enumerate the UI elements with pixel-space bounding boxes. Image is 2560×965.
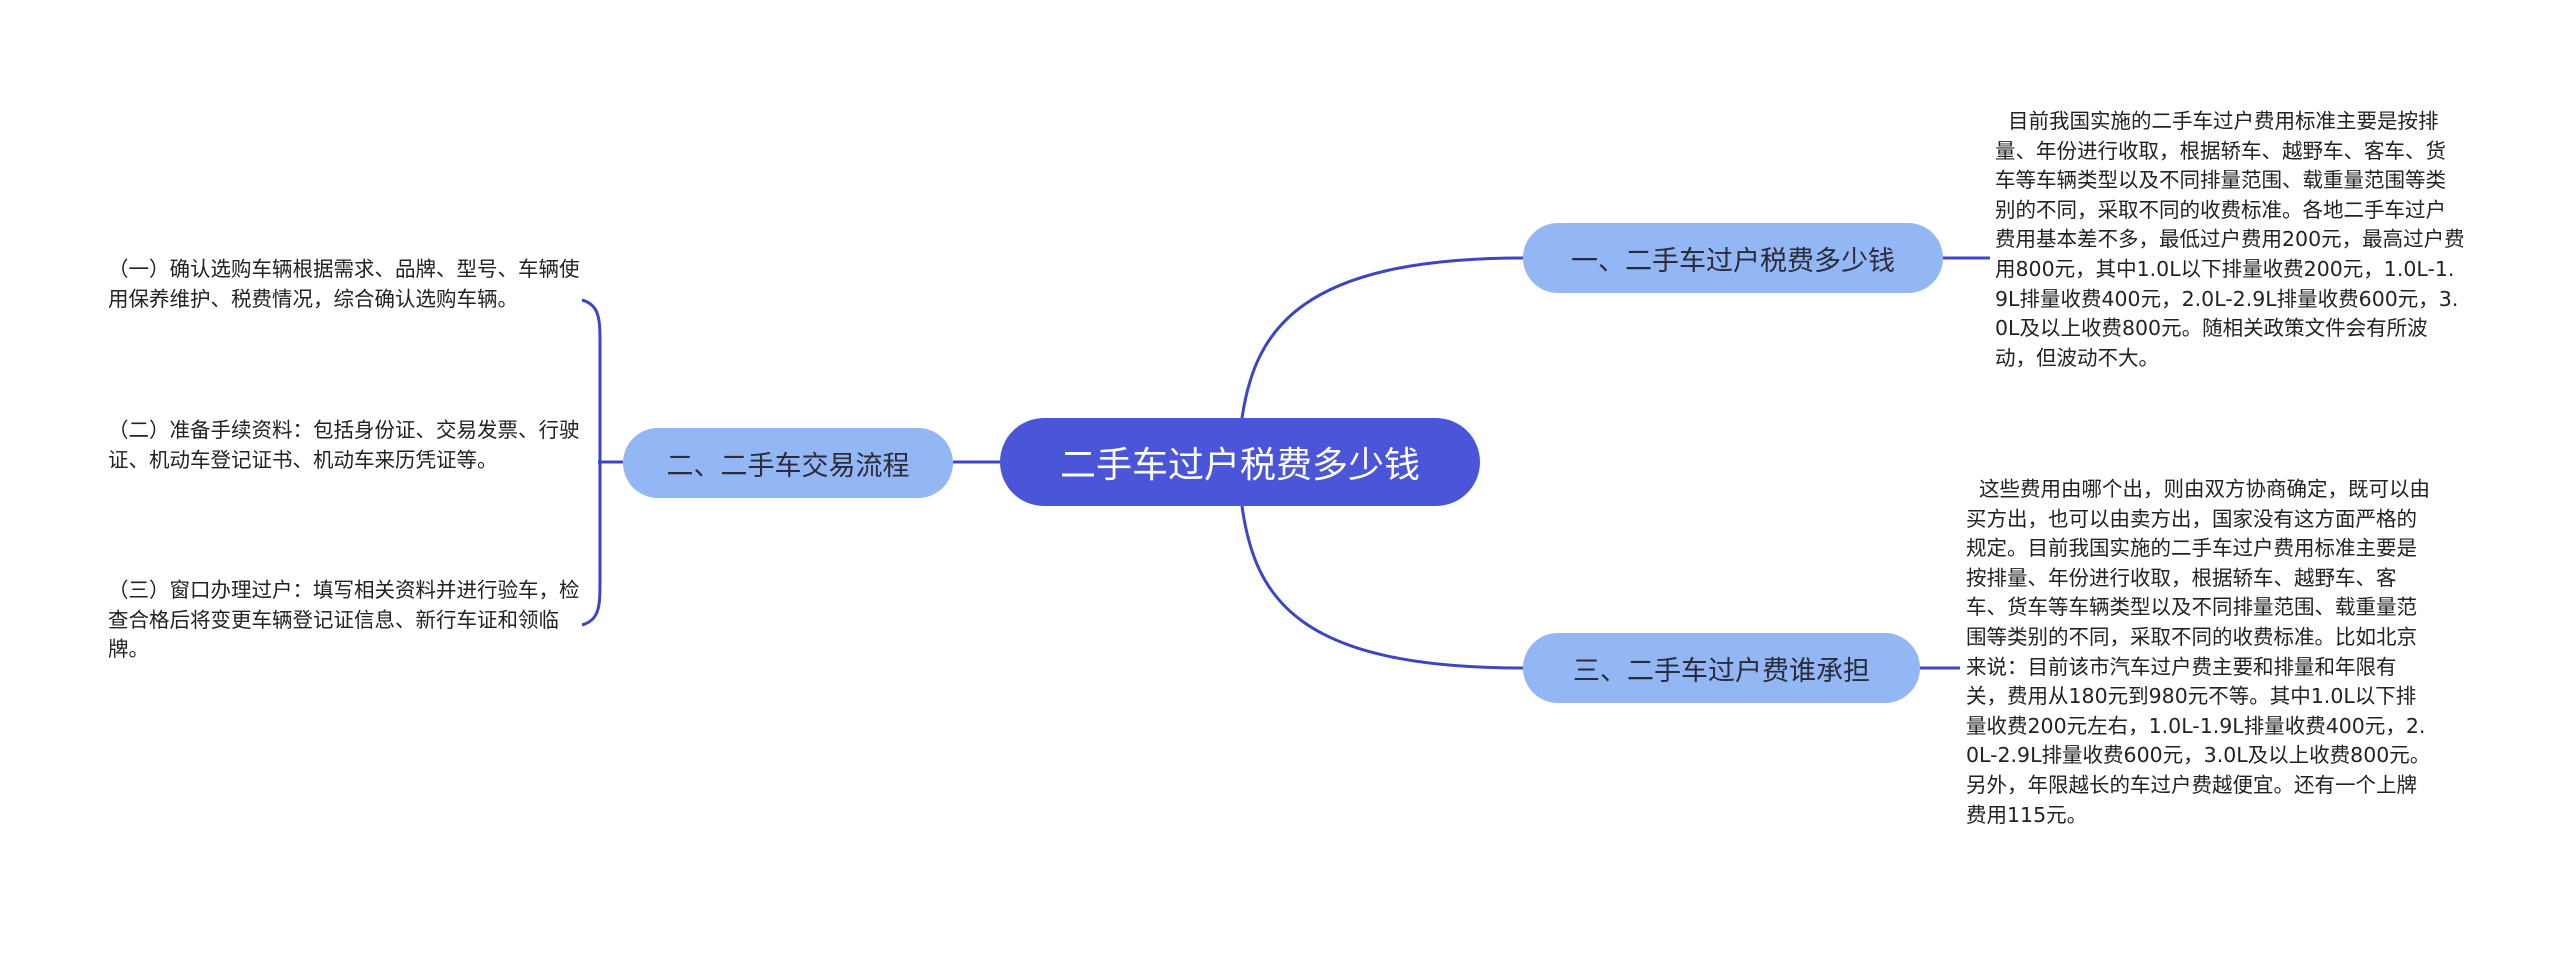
connector-root-branch-1 bbox=[1240, 256, 1524, 419]
leaf-text-process-step-1: （一）确认选购车辆根据需求、品牌、型号、车辆使用保养维护、税费情况，综合确认选购… bbox=[108, 257, 580, 311]
leaf-text-process-step-2: （二）准备手续资料：包括身份证、交易发票、行驶证、机动车登记证书、机动车来历凭证… bbox=[108, 418, 580, 472]
branch-label-who-pays: 三、二手车过户费谁承担 bbox=[1573, 655, 1870, 687]
leaf-text-process-step-3: （三）窗口办理过户：填写相关资料并进行验车，检查合格后将变更车辆登记证信息、新行… bbox=[108, 578, 580, 662]
bracket-branch-2-items bbox=[581, 298, 602, 627]
branch-node-trade-process[interactable]: 二、二手车交易流程 bbox=[623, 428, 953, 498]
branch-label-transfer-fee: 一、二手车过户税费多少钱 bbox=[1571, 245, 1895, 277]
branch-node-who-pays[interactable]: 三、二手车过户费谁承担 bbox=[1523, 633, 1920, 703]
leaf-text-who-pays: 这些费用由哪个出，则由双方协商确定，既可以由买方出，也可以由卖方出，国家没有这方… bbox=[1966, 477, 2431, 827]
branch-label-trade-process: 二、二手车交易流程 bbox=[666, 450, 910, 482]
central-topic-label: 二手车过户税费多少钱 bbox=[1059, 445, 1420, 486]
branch-node-transfer-fee[interactable]: 一、二手车过户税费多少钱 bbox=[1523, 223, 1943, 293]
connector-root-branch-3 bbox=[1240, 505, 1524, 670]
leaf-text-transfer-fee: 目前我国实施的二手车过户费用标准主要是按排量、年份进行收取，根据轿车、越野车、客… bbox=[1995, 109, 2465, 370]
central-topic[interactable]: 二手车过户税费多少钱 bbox=[1000, 418, 1480, 506]
